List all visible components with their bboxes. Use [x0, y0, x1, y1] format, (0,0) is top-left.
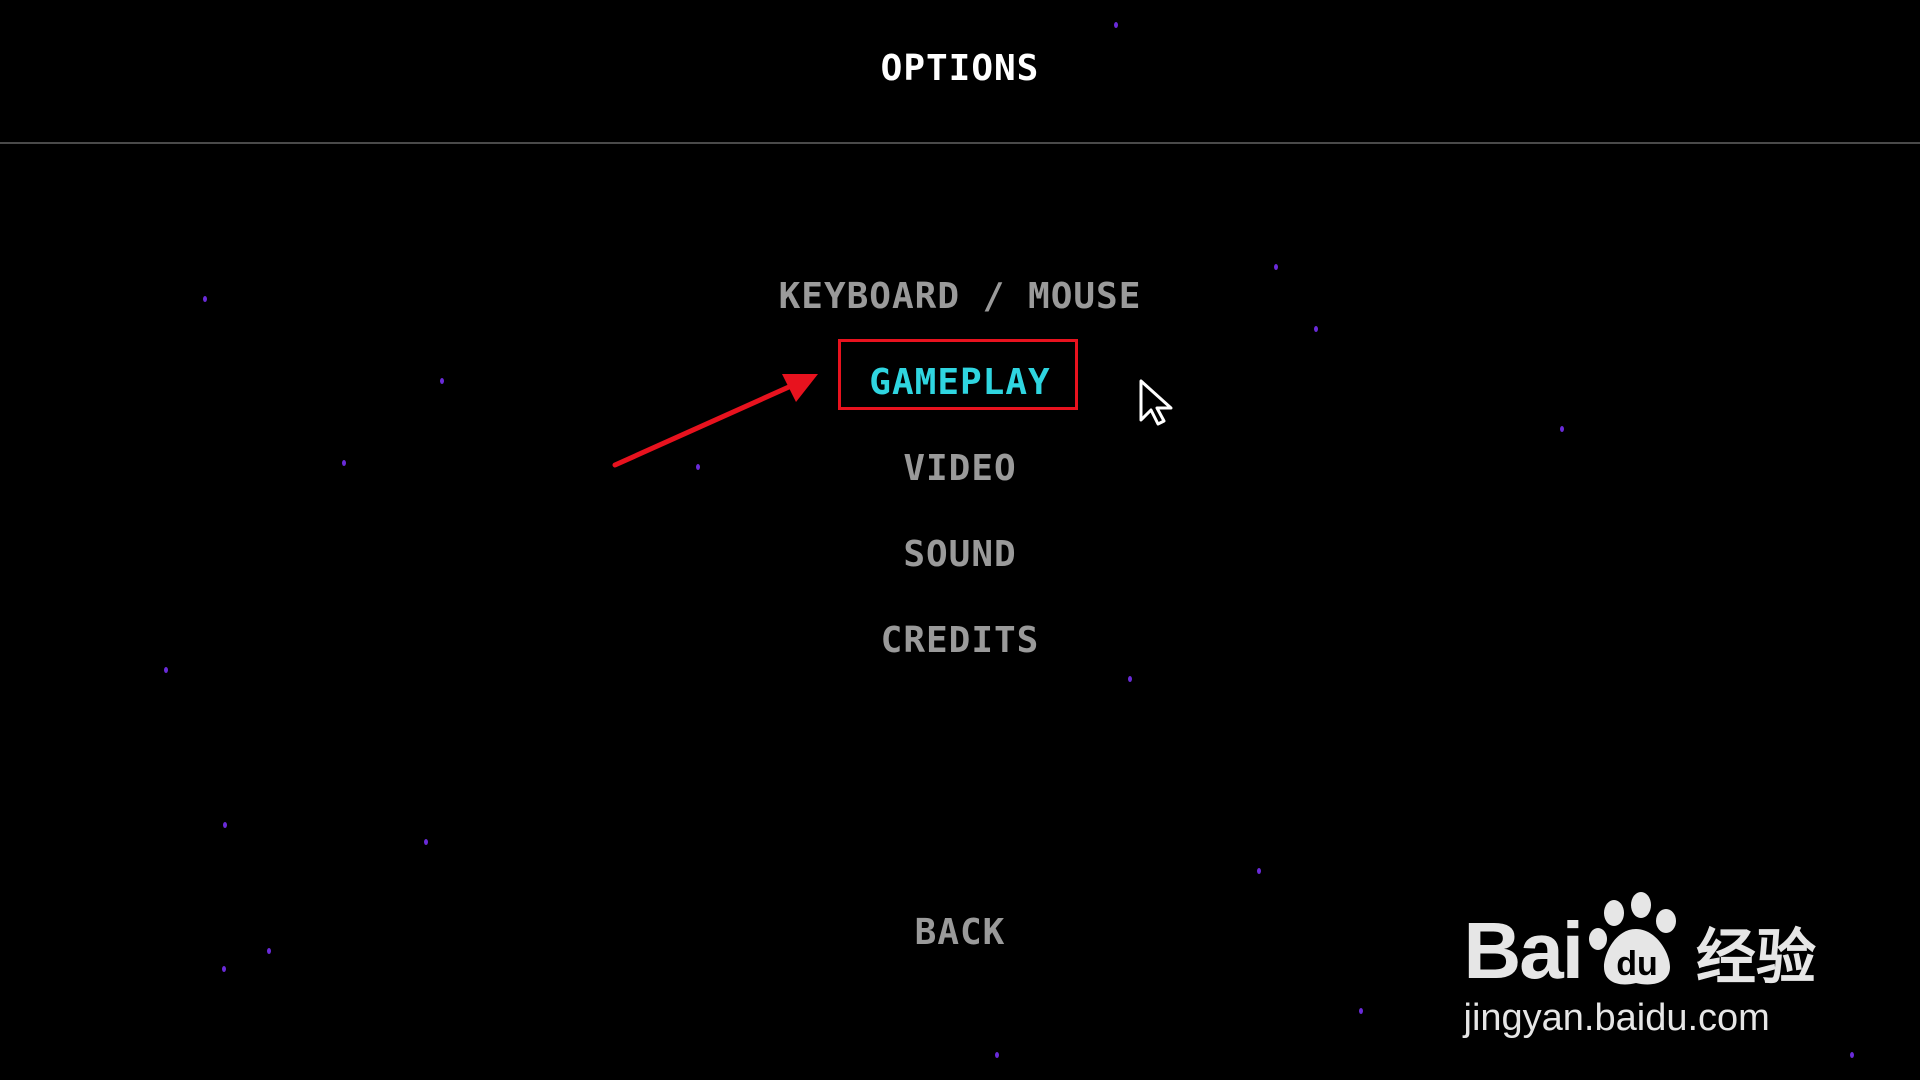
- menu-item-video[interactable]: VIDEO: [0, 440, 1920, 497]
- star-particle: [1128, 676, 1132, 682]
- menu-item-credits[interactable]: CREDITS: [0, 612, 1920, 669]
- star-particle: [222, 966, 226, 972]
- menu-item-label: VIDEO: [903, 448, 1017, 489]
- star-particle: [995, 1052, 999, 1058]
- star-particle: [1850, 1052, 1854, 1058]
- menu-item-label: KEYBOARD / MOUSE: [778, 276, 1142, 317]
- annotation-highlight-box: [838, 339, 1078, 410]
- watermark-url: jingyan.baidu.com: [1463, 997, 1770, 1039]
- menu-item-keyboard-mouse[interactable]: KEYBOARD / MOUSE: [0, 268, 1920, 325]
- menu-item-label: SOUND: [903, 534, 1017, 575]
- star-particle: [440, 378, 444, 384]
- watermark-chinese: 经验: [1696, 923, 1816, 993]
- menu-item-sound[interactable]: SOUND: [0, 526, 1920, 583]
- red-arrow-annotation: [612, 374, 818, 468]
- baidu-jingyan-watermark: Bai du 经验 jingyan.baidu.com: [1463, 891, 1816, 1040]
- star-particle: [1257, 868, 1261, 874]
- star-particle: [1114, 22, 1118, 28]
- watermark-brand-suffix: du: [1616, 945, 1658, 983]
- star-particle: [342, 460, 346, 466]
- menu-item-gameplay[interactable]: GAMEPLAY: [0, 354, 1920, 411]
- back-button-label: BACK: [914, 912, 1006, 953]
- star-particle: [164, 667, 168, 673]
- menu-item-label: GAMEPLAY: [869, 362, 1051, 403]
- watermark-brand: Bai: [1463, 906, 1584, 995]
- star-particle: [1274, 264, 1278, 270]
- star-particle: [203, 296, 207, 302]
- star-particle: [1359, 1008, 1363, 1014]
- title-divider: [0, 142, 1920, 144]
- star-particle: [267, 948, 271, 954]
- mouse-pointer-icon: [1139, 379, 1173, 426]
- star-particle: [424, 839, 428, 845]
- star-particle: [1314, 326, 1318, 332]
- screen-title: OPTIONS: [880, 48, 1040, 89]
- menu-item-label: CREDITS: [880, 620, 1040, 661]
- baidu-paw-icon: du: [1589, 892, 1676, 985]
- star-particle: [1560, 426, 1564, 432]
- star-particle: [696, 464, 700, 470]
- back-button[interactable]: BACK: [0, 904, 1920, 961]
- star-particle: [223, 822, 227, 828]
